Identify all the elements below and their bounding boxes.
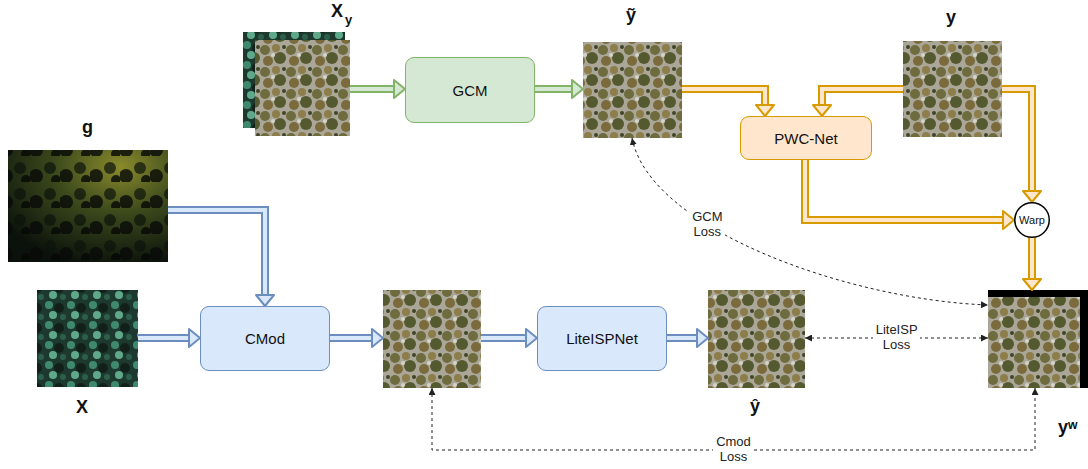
- arrow-head: [813, 105, 831, 116]
- arrow-head: [372, 329, 383, 347]
- image-label: ỹ: [626, 6, 636, 24]
- arrow-outline: [1002, 89, 1032, 192]
- box-label: CMod: [245, 330, 285, 347]
- flow-arrow: [330, 329, 383, 347]
- arrow-head: [1003, 211, 1014, 229]
- arrow-outline: [535, 85, 573, 93]
- image-node: Xy: [243, 32, 350, 136]
- arrow-head: [394, 80, 405, 98]
- box-label: LiteISPNet: [566, 330, 638, 347]
- arrow-fill: [805, 160, 1004, 220]
- arrow-fill: [682, 89, 765, 106]
- rgb-photo: [988, 297, 1080, 388]
- image-node: yʷ: [988, 290, 1088, 388]
- rgb-photo: [383, 290, 481, 388]
- process-box: PWC-Net: [740, 116, 872, 160]
- loss-label: GCM Loss: [689, 209, 725, 241]
- arrow-head: [1023, 191, 1041, 202]
- flow-arrow: [1023, 238, 1041, 290]
- arrow-outline: [138, 334, 190, 342]
- image-label: yʷ: [1058, 418, 1077, 436]
- process-box: GCM: [405, 57, 535, 123]
- arrow-fill: [138, 336, 190, 340]
- image-node: X: [37, 290, 138, 387]
- image-label: y: [946, 8, 956, 26]
- image-label: g: [82, 118, 93, 136]
- arrow-outline: [1028, 238, 1036, 280]
- image-node: [383, 290, 481, 388]
- arrow-fill: [350, 87, 395, 91]
- rgb-photo: [708, 290, 805, 388]
- loss-label: Cmod Loss: [713, 434, 754, 466]
- arrow-fill: [168, 210, 265, 296]
- flow-arrow: [535, 80, 583, 98]
- flow-arrow: [805, 160, 1014, 229]
- arrow-fill: [330, 336, 373, 340]
- arrow-head: [1023, 279, 1041, 290]
- arrow-outline: [481, 334, 527, 342]
- circle-shape: [1015, 203, 1050, 238]
- arrow-fill: [667, 336, 698, 340]
- arrow-outline: [805, 160, 1004, 220]
- arrow-head: [526, 329, 537, 347]
- arrow-fill: [1002, 89, 1032, 192]
- arrow-head: [697, 329, 708, 347]
- arrow-outline: [822, 89, 903, 106]
- guide-photo: [8, 150, 168, 262]
- flow-arrow: [350, 80, 405, 98]
- image-label: ŷ: [750, 397, 760, 415]
- box-label: GCM: [453, 82, 488, 99]
- arrow-outline: [330, 334, 373, 342]
- flow-arrow: [667, 329, 708, 347]
- arrow-fill: [822, 89, 903, 106]
- image-node: ŷ: [708, 290, 805, 388]
- arrow-outline: [682, 89, 765, 106]
- image-label: X: [76, 398, 88, 416]
- raw-photo: [37, 290, 138, 387]
- box-label: PWC-Net: [774, 130, 837, 147]
- flow-arrow: [1002, 89, 1041, 202]
- guide-photo-trees: [8, 150, 168, 262]
- flow-arrow: [138, 329, 200, 347]
- image-label: X: [331, 2, 343, 20]
- image-node: ỹ: [583, 42, 682, 138]
- rgb-photo: [903, 41, 1002, 137]
- warp-border: [988, 290, 1088, 388]
- process-box: LiteISPNet: [537, 306, 667, 371]
- flow-arrow: [682, 89, 774, 116]
- arrow-fill: [481, 336, 527, 340]
- arrow-head: [256, 295, 274, 306]
- process-box: CMod: [200, 306, 330, 371]
- flow-arrow: [481, 329, 537, 347]
- arrow-fill: [1030, 238, 1034, 280]
- loss-label: LiteISP Loss: [873, 322, 921, 354]
- flow-arrow: [813, 89, 903, 116]
- arrow-head: [756, 105, 774, 116]
- loss-arrow: [632, 138, 988, 305]
- image-node: g: [8, 150, 168, 262]
- rgb-photo: [255, 40, 350, 136]
- image-label: y: [345, 13, 352, 26]
- arrow-head: [572, 80, 583, 98]
- operation-circle: Warp: [1014, 202, 1050, 238]
- arrow-head: [189, 329, 200, 347]
- arrow-outline: [168, 210, 265, 296]
- circle-label: Warp: [1019, 214, 1045, 226]
- arrow-fill: [535, 87, 573, 91]
- rgb-photo: [583, 42, 682, 138]
- arrow-outline: [350, 85, 395, 93]
- arrow-outline: [667, 334, 698, 342]
- image-node: y: [903, 41, 1002, 137]
- flow-arrow: [168, 210, 274, 306]
- dashed-line: [632, 138, 988, 305]
